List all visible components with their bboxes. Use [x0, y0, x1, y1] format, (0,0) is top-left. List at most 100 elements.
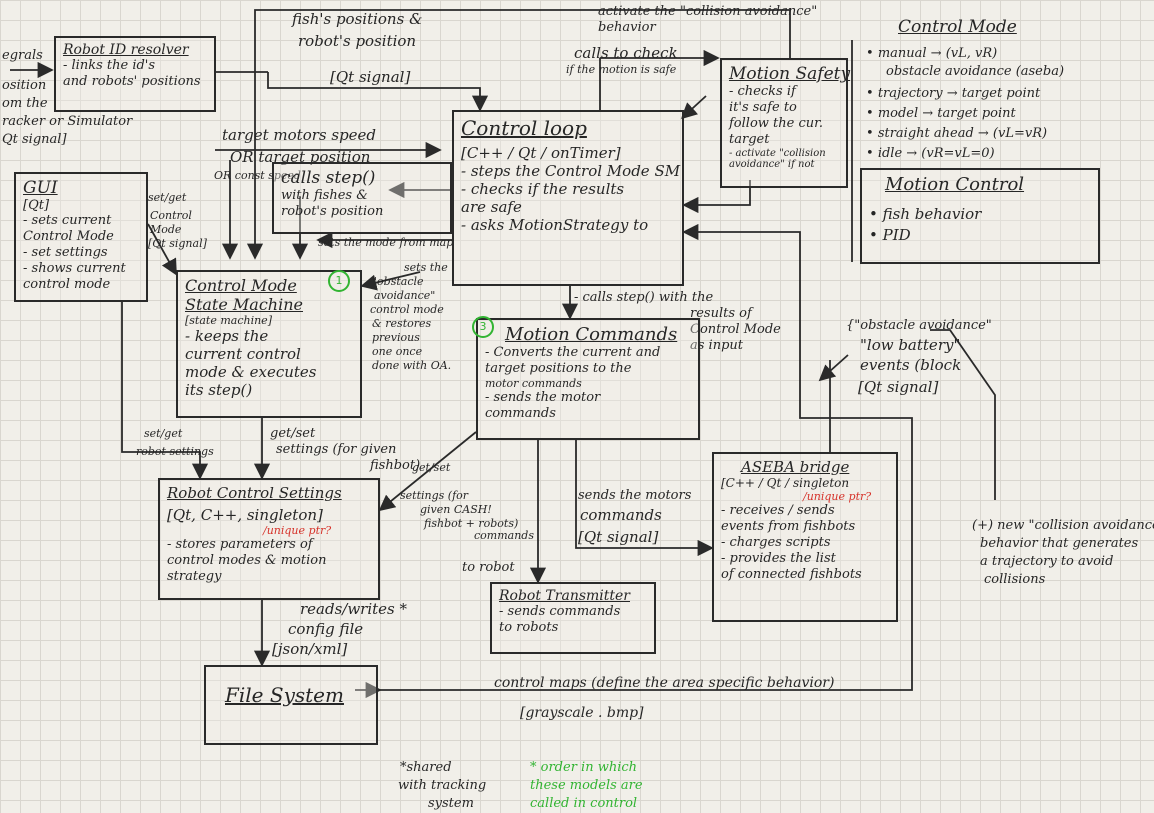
- motion-control-item-pid-text: PID: [882, 226, 911, 244]
- robot-transmitter-line-2: to robots: [499, 620, 559, 635]
- aseba-bridge-box: ASEBA bridge [C++ / Qt / singleton /uniq…: [712, 452, 898, 622]
- control-mode-item-model: • model → target point: [866, 106, 1016, 121]
- note-target-position: OR target position: [230, 148, 371, 166]
- gui-title: GUI: [23, 178, 58, 198]
- get-set-1: get/set: [270, 426, 316, 441]
- note-const-speed: OR const speed: [214, 169, 301, 182]
- get-set-cash-3: given CASH!: [420, 503, 492, 516]
- get-set-cash-1: get/set: [412, 461, 451, 474]
- gui-note-qt-signal: [Qt signal]: [148, 237, 207, 250]
- gui-set-get: set/get: [148, 191, 187, 204]
- gui-line-5: control mode: [23, 277, 111, 292]
- note-target-motors-speed: target motors speed: [222, 126, 377, 144]
- new-behavior-2: behavior that generates: [980, 536, 1139, 551]
- aseba-bridge-sub: [C++ / Qt / singleton: [721, 476, 850, 490]
- robot-control-settings-sub: [Qt, C++, singleton]: [167, 506, 323, 524]
- aseba-bridge-line-2: events from fishbots: [721, 519, 856, 534]
- link-set-get: set/get: [144, 427, 183, 440]
- gui-box: GUI [Qt] - sets current Control Mode - s…: [14, 172, 148, 302]
- obstacle-note-6: previous: [372, 331, 420, 344]
- control-mode-sm-line-2: current control: [185, 345, 301, 363]
- get-set-2: settings (for given: [276, 442, 397, 457]
- robot-id-resolver-line-1: - links the id's: [63, 58, 156, 73]
- control-maps-text: control maps (define the area specific b…: [494, 675, 835, 691]
- control-loop-sub: [C++ / Qt / onTimer]: [461, 144, 621, 162]
- sends-motors-1: sends the motors: [578, 488, 692, 503]
- aseba-bridge-red: /unique ptr?: [803, 490, 872, 503]
- note-qt-signal-top: [Qt signal]: [330, 68, 411, 86]
- control-mode-sm-sub: [state machine]: [185, 314, 272, 327]
- obstacle-note-1: sets the: [404, 261, 448, 274]
- note-robot-position: robot's position: [298, 32, 417, 50]
- robot-transmitter-line-1: - sends commands: [499, 604, 621, 619]
- commands-to-robot-2: to robot: [462, 560, 515, 575]
- robot-id-resolver-box: Robot ID resolver - links the id's and r…: [54, 36, 216, 112]
- motion-safety-line-3: follow the cur.: [729, 116, 824, 131]
- new-behavior-4: collisions: [984, 572, 1046, 587]
- calls-step-note-2: results of: [690, 306, 752, 321]
- gui-sub: [Qt]: [23, 198, 50, 213]
- control-mode-sm-title2: State Machine: [185, 295, 303, 314]
- note-sets-mode-from-map: sets the mode from map: [318, 236, 454, 249]
- badge-motion-commands: 3: [472, 316, 494, 338]
- motion-commands-box: Motion Commands - Converts the current a…: [476, 318, 700, 440]
- commands-to-robot-1: commands: [474, 529, 534, 542]
- control-mode-item-obstacle: obstacle avoidance (aseba): [886, 64, 1065, 79]
- control-mode-item-trajectory-text: trajectory → target point: [877, 86, 1041, 101]
- get-set-cash-2: settings (for: [400, 489, 469, 502]
- note-motion-is-safe: if the motion is safe: [566, 63, 677, 76]
- motion-commands-line-4: - sends the motor: [485, 390, 601, 405]
- config-file: config file: [288, 620, 364, 638]
- robot-control-settings-line-3: strategy: [167, 569, 222, 584]
- motion-safety-line-5: - activate "collision: [729, 148, 826, 159]
- robot-control-settings-line-1: - stores parameters of: [167, 537, 313, 552]
- aseba-bridge-title: ASEBA bridge: [741, 458, 850, 476]
- obstacle-note-7: one once: [372, 345, 423, 358]
- gui-line-4: - shows current: [23, 261, 126, 276]
- control-mode-item-straight-text: straight ahead → (vL=vR): [877, 126, 1048, 141]
- gui-line-2: Control Mode: [23, 229, 114, 244]
- control-loop-line-2: - checks if the results: [461, 180, 625, 198]
- control-mode-item-manual-text: manual → (vL, vR): [877, 46, 998, 61]
- new-behavior-1: (+) new "collision avoidance": [972, 518, 1154, 533]
- robot-control-settings-box: Robot Control Settings [Qt, C++, singlet…: [158, 478, 380, 600]
- file-system-title: File System: [225, 683, 344, 707]
- motion-commands-line-5: commands: [485, 406, 556, 421]
- control-maps-format: [grayscale . bmp]: [520, 705, 644, 721]
- note-behavior: behavior: [598, 20, 656, 35]
- motion-commands-line-2: target positions to the: [485, 361, 632, 376]
- motion-safety-line-2: it's safe to: [729, 100, 797, 115]
- control-mode-item-idle-text: idle → (vR=vL=0): [877, 146, 995, 161]
- control-loop-title: Control loop: [461, 116, 587, 140]
- motion-commands-line-1: - Converts the current and: [485, 345, 661, 360]
- reads-writes: reads/writes *: [300, 600, 408, 618]
- motion-control-item-fish-text: fish behavior: [882, 205, 982, 223]
- control-mode-item-manual: • manual → (vL, vR): [866, 46, 998, 61]
- note-activate-collision: activate the "collision avoidance": [598, 4, 818, 19]
- margin-line-5: Qt signal]: [2, 132, 67, 147]
- obstacle-note-4: control mode: [370, 303, 444, 316]
- control-mode-sm-line-3: mode & executes: [185, 363, 317, 381]
- badge-control-mode-sm: 1: [328, 270, 350, 292]
- control-mode-item-straight: • straight ahead → (vL=vR): [866, 126, 1048, 141]
- control-mode-sm-box: Control Mode State Machine [state machin…: [176, 270, 362, 418]
- robot-id-resolver-line-2: and robots' positions: [63, 74, 201, 89]
- file-system-box: File System: [204, 665, 378, 745]
- control-loop-line-3: are safe: [461, 198, 522, 216]
- robot-control-settings-red: /unique ptr?: [263, 524, 332, 537]
- control-loop-line-1: - steps the Control Mode SM: [461, 162, 681, 180]
- events-note-3: events (block: [860, 356, 962, 374]
- control-mode-sm-line-1: - keeps the: [185, 327, 269, 345]
- motion-control-box: Motion Control • fish behavior • PID: [860, 168, 1100, 264]
- motion-commands-line-3: motor commands: [485, 377, 582, 390]
- motion-safety-title: Motion Safety: [729, 64, 851, 84]
- calls-step-note-4: as input: [690, 338, 744, 353]
- config-format: [json/xml]: [272, 640, 348, 658]
- gui-note-mode: Mode: [150, 223, 182, 236]
- control-mode-sm-line-4: its step(): [185, 381, 253, 399]
- link-robot-settings: robot settings: [136, 445, 214, 458]
- obstacle-note-3: avoidance": [374, 289, 436, 302]
- note-calls-to-check: calls to check: [574, 44, 678, 62]
- aseba-bridge-line-4: - provides the list: [721, 551, 836, 566]
